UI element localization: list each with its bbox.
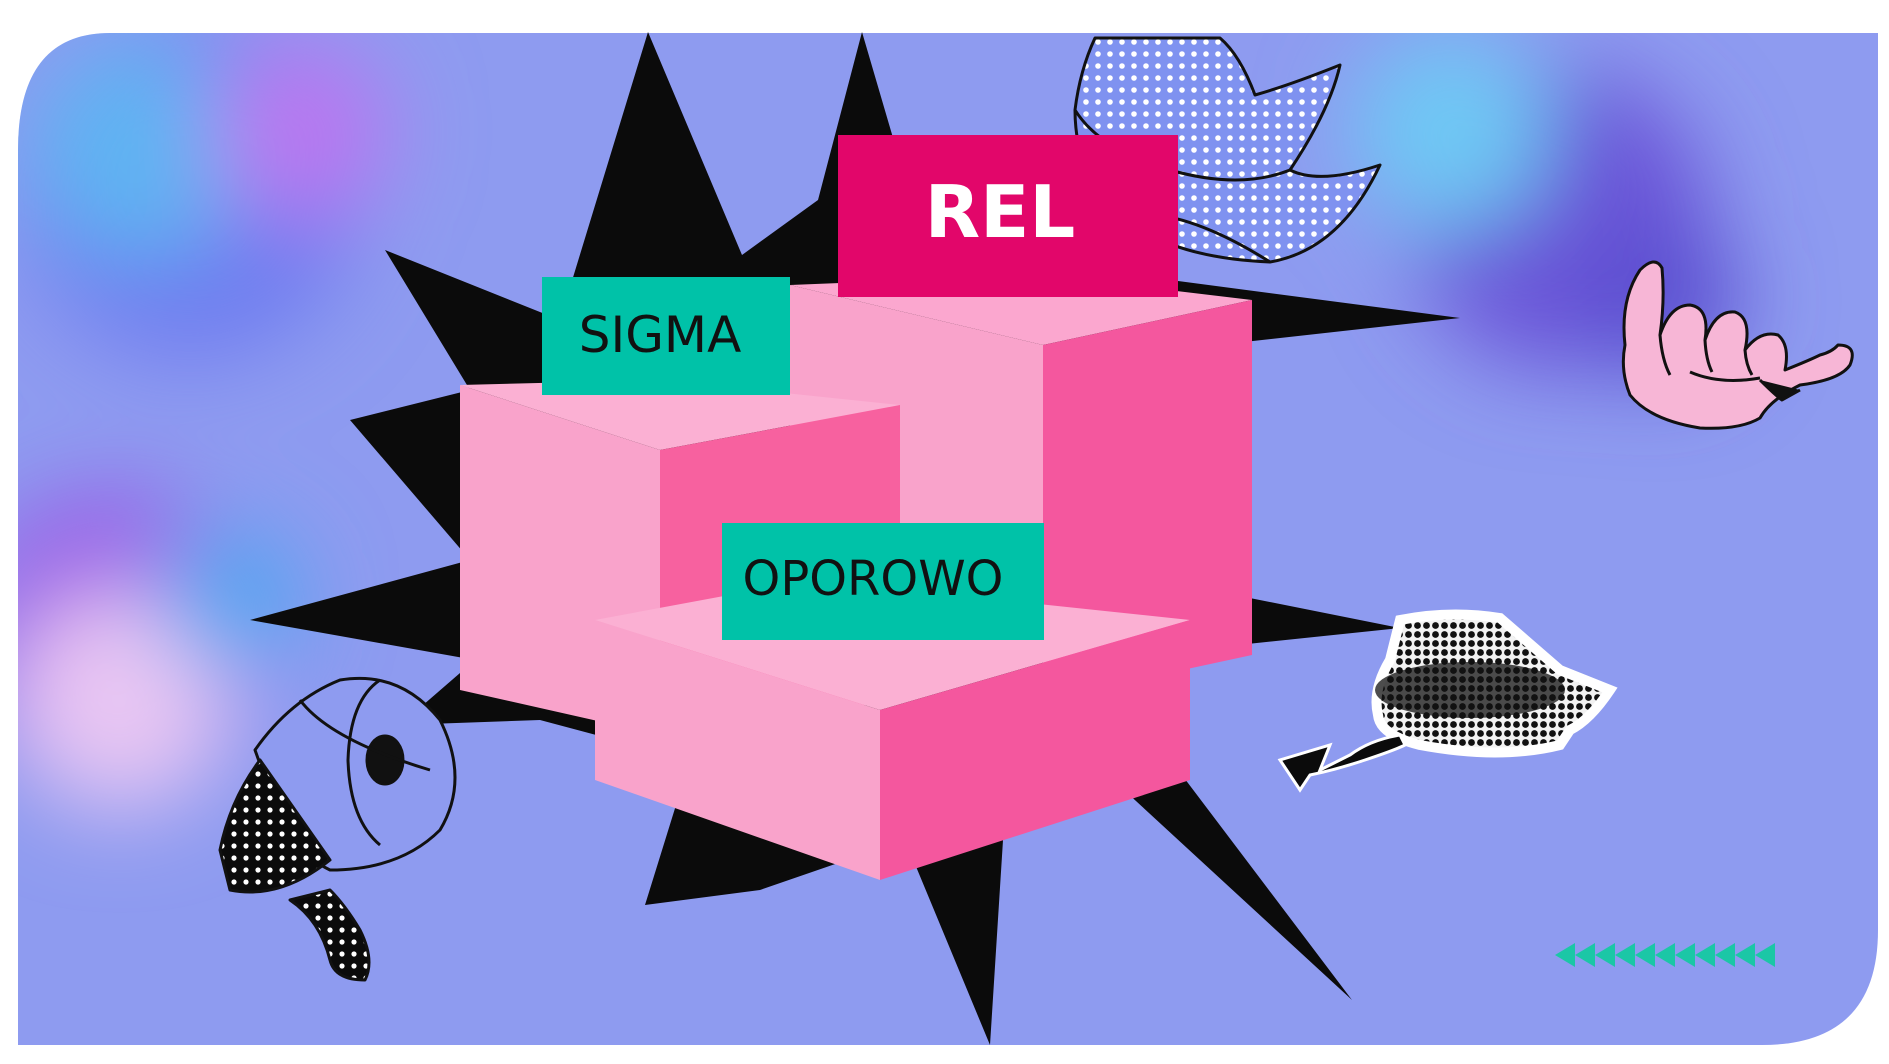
block-front-front — [595, 620, 880, 880]
label-sigma-text: SIGMA — [579, 306, 742, 364]
background-blobs — [18, 33, 1740, 810]
hand-gesture-icon — [1621, 260, 1854, 430]
chevrons-left-icon — [1555, 943, 1775, 967]
label-rel: REL — [838, 135, 1178, 297]
label-oporowo: OPOROWO — [722, 523, 1044, 640]
block-left-top — [460, 380, 900, 450]
block-front-side — [880, 620, 1190, 880]
megaphone-icon — [218, 676, 457, 982]
halftone-arrow-icon — [1277, 609, 1618, 793]
block-back-side — [1043, 300, 1252, 700]
label-oporowo-text: OPOROWO — [743, 551, 1004, 607]
label-sigma: SIGMA — [542, 277, 790, 395]
label-rel-text: REL — [925, 170, 1076, 254]
